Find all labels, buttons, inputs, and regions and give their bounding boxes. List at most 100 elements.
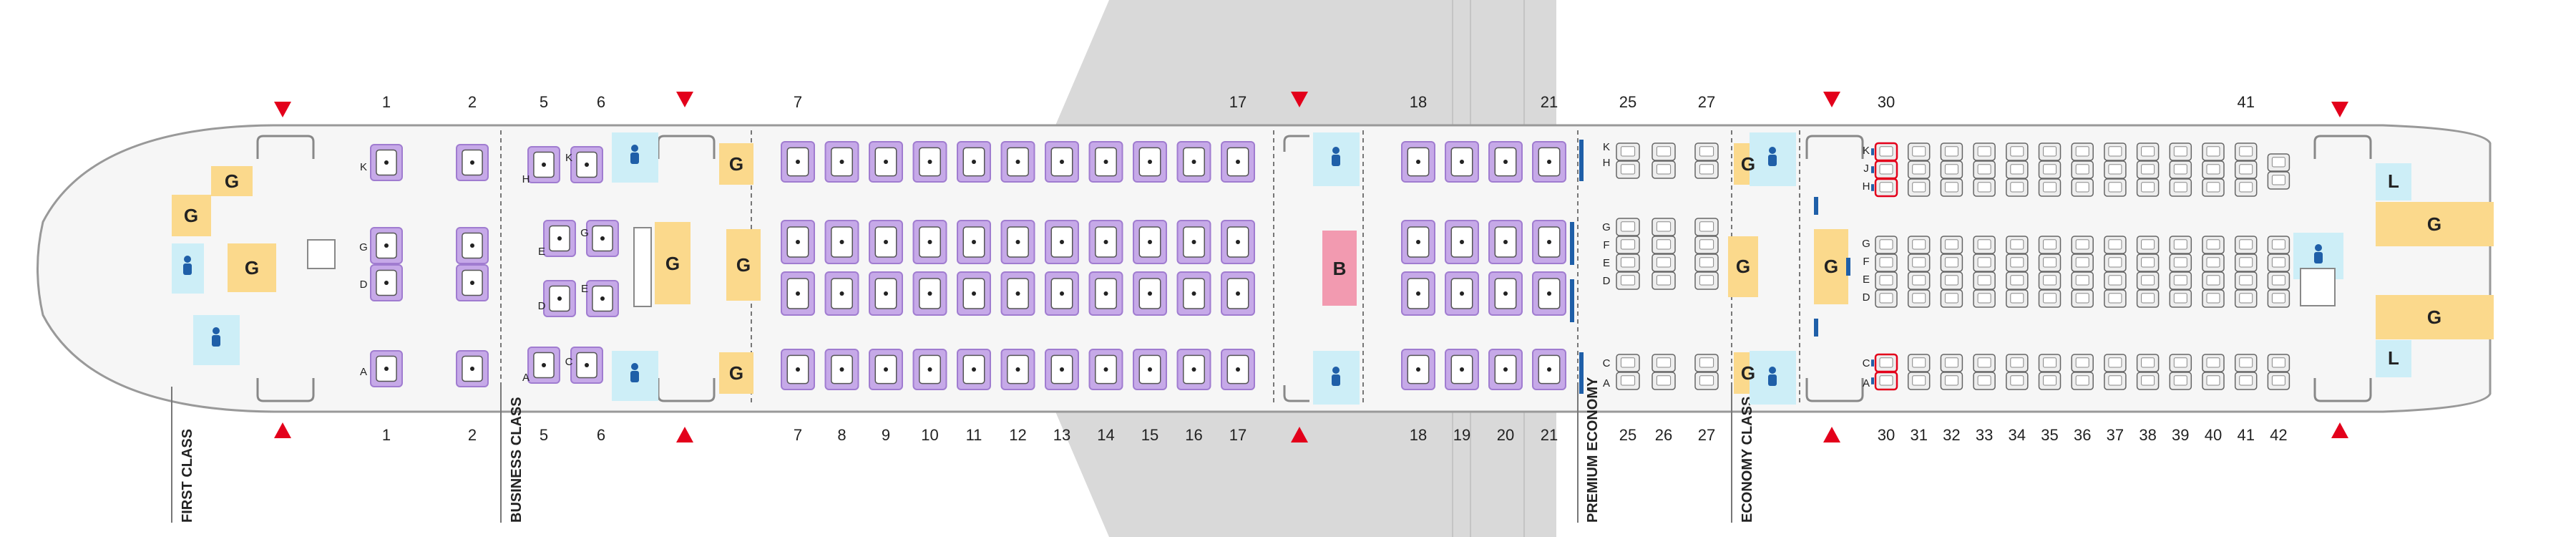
- seat-26-bot-0[interactable]: [1652, 354, 1676, 372]
- seat-26-top-1[interactable]: [1652, 160, 1676, 179]
- seat-26-top-0[interactable]: [1652, 142, 1676, 161]
- seat-17k[interactable]: [1221, 141, 1255, 183]
- seat-39-bot-1[interactable]: [2169, 372, 2192, 390]
- seat-30-mid-0[interactable]: [1875, 236, 1898, 254]
- seat-27-bot-1[interactable]: [1694, 372, 1719, 390]
- seat-12k[interactable]: [1000, 141, 1035, 183]
- seat-20d[interactable]: [1488, 271, 1523, 316]
- seat-5k[interactable]: [527, 146, 560, 183]
- seat-15d[interactable]: [1133, 271, 1167, 316]
- seat-17g[interactable]: [1221, 220, 1255, 264]
- seat-33-mid-1[interactable]: [1973, 253, 1996, 272]
- seat-8g[interactable]: [824, 220, 859, 264]
- seat-21k[interactable]: [1532, 141, 1566, 183]
- seat-38-bot-1[interactable]: [2136, 372, 2160, 390]
- seat-31-bot-0[interactable]: [1907, 354, 1931, 372]
- seat-38-top-0[interactable]: [2136, 142, 2160, 161]
- seat-26-mid-1[interactable]: [1652, 236, 1676, 254]
- seat-33-bot-1[interactable]: [1973, 372, 1996, 390]
- seat-33-top-0[interactable]: [1973, 142, 1996, 161]
- seat-16g[interactable]: [1176, 220, 1211, 264]
- seat-37-top-2[interactable]: [2104, 178, 2127, 197]
- seat-8k[interactable]: [824, 141, 859, 183]
- seat-34-mid-2[interactable]: [2006, 271, 2029, 290]
- seat-8d[interactable]: [824, 271, 859, 316]
- seat-36-bot-0[interactable]: [2071, 354, 2094, 372]
- seat-33-mid-2[interactable]: [1973, 271, 1996, 290]
- seat-20k[interactable]: [1488, 141, 1523, 183]
- seat-37-mid-1[interactable]: [2104, 253, 2127, 272]
- seat-30-bot-1[interactable]: [1871, 371, 1898, 391]
- seat-41-bot-1[interactable]: [2234, 372, 2258, 390]
- seat-38-top-1[interactable]: [2136, 160, 2160, 179]
- seat-21g[interactable]: [1532, 220, 1566, 264]
- seat-40-top-0[interactable]: [2202, 142, 2225, 161]
- seat-26-bot-1[interactable]: [1652, 372, 1676, 390]
- seat-21a[interactable]: [1532, 349, 1566, 390]
- seat-16d[interactable]: [1176, 271, 1211, 316]
- seat-11a[interactable]: [957, 349, 991, 390]
- seat-31-bot-1[interactable]: [1907, 372, 1931, 390]
- seat-39-mid-1[interactable]: [2169, 253, 2192, 272]
- seat-32-top-0[interactable]: [1940, 142, 1963, 161]
- seat-26-mid-0[interactable]: [1652, 218, 1676, 236]
- seat-31-mid-1[interactable]: [1907, 253, 1931, 272]
- seat-32-mid-0[interactable]: [1940, 236, 1963, 254]
- seat-17a[interactable]: [1221, 349, 1255, 390]
- seat-35-bot-0[interactable]: [2038, 354, 2062, 372]
- seat-34-top-0[interactable]: [2006, 142, 2029, 161]
- seat-36-mid-0[interactable]: [2071, 236, 2094, 254]
- seat-25-mid-1[interactable]: [1616, 236, 1640, 254]
- seat-41-top-1[interactable]: [2234, 160, 2258, 179]
- seat-14k[interactable]: [1088, 141, 1123, 183]
- seat-17d[interactable]: [1221, 271, 1255, 316]
- seat-9a[interactable]: [869, 349, 903, 390]
- seat-34-top-1[interactable]: [2006, 160, 2029, 179]
- seat-18d[interactable]: [1401, 271, 1435, 316]
- seat-33-bot-0[interactable]: [1973, 354, 1996, 372]
- seat-30-top-1[interactable]: [1871, 160, 1898, 180]
- seat-7g[interactable]: [781, 220, 815, 264]
- seat-41-mid-0[interactable]: [2234, 236, 2258, 254]
- seat-36-top-2[interactable]: [2071, 178, 2094, 197]
- seat-35-mid-2[interactable]: [2038, 271, 2062, 290]
- seat-36-bot-1[interactable]: [2071, 372, 2094, 390]
- seat-42-mid-2[interactable]: [2267, 271, 2290, 290]
- seat-27-mid-3[interactable]: [1694, 271, 1719, 290]
- seat-9d[interactable]: [869, 271, 903, 316]
- seat-19d[interactable]: [1445, 271, 1479, 316]
- seat-25-mid-3[interactable]: [1616, 271, 1640, 290]
- seat-18g[interactable]: [1401, 220, 1435, 264]
- seat-41-top-0[interactable]: [2234, 142, 2258, 161]
- seat-35-top-1[interactable]: [2038, 160, 2062, 179]
- seat-38-mid-2[interactable]: [2136, 271, 2160, 290]
- seat-37-mid-3[interactable]: [2104, 289, 2127, 308]
- seat-7k[interactable]: [781, 141, 815, 183]
- seat-10d[interactable]: [912, 271, 947, 316]
- seat-39-mid-2[interactable]: [2169, 271, 2192, 290]
- seat-31-top-1[interactable]: [1907, 160, 1931, 179]
- seat-31-top-0[interactable]: [1907, 142, 1931, 161]
- seat-33-mid-3[interactable]: [1973, 289, 1996, 308]
- seat-14a[interactable]: [1088, 349, 1123, 390]
- seat-11d[interactable]: [957, 271, 991, 316]
- seat-38-bot-0[interactable]: [2136, 354, 2160, 372]
- seat-5a[interactable]: [527, 347, 560, 384]
- seat-1b[interactable]: [370, 227, 403, 264]
- seat-31-top-2[interactable]: [1907, 178, 1931, 197]
- seat-30-top-0[interactable]: [1871, 142, 1898, 162]
- seat-2d[interactable]: [456, 350, 489, 387]
- seat-39-mid-0[interactable]: [2169, 236, 2192, 254]
- seat-30-bot-0[interactable]: [1871, 353, 1898, 373]
- seat-32-bot-0[interactable]: [1940, 354, 1963, 372]
- seat-26-mid-3[interactable]: [1652, 271, 1676, 290]
- seat-34-mid-3[interactable]: [2006, 289, 2029, 308]
- seat-41-top-2[interactable]: [2234, 178, 2258, 197]
- seat-13k[interactable]: [1045, 141, 1079, 183]
- seat-7d[interactable]: [781, 271, 815, 316]
- seat-1a[interactable]: [370, 144, 403, 181]
- seat-19g[interactable]: [1445, 220, 1479, 264]
- seat-12d[interactable]: [1000, 271, 1035, 316]
- seat-20a[interactable]: [1488, 349, 1523, 390]
- seat-14d[interactable]: [1088, 271, 1123, 316]
